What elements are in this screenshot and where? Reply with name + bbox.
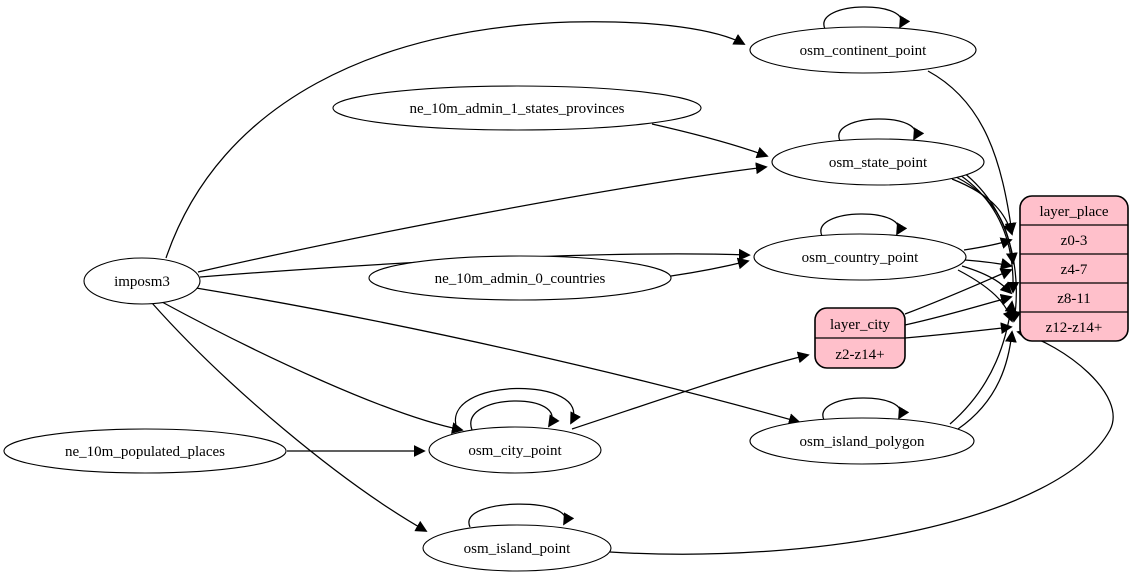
node-ne_10m_populated_places-label: ne_10m_populated_places	[65, 444, 225, 460]
record-layer_place: layer_place z0-3 z4-7 z8-11 z12-z14+	[1019, 195, 1129, 342]
edge-imposm3-to-osm_state_point	[197, 162, 768, 273]
edge-osm_state_point-to-z0-3	[951, 178, 1015, 236]
node-ne_10m_admin_0_countries-label: ne_10m_admin_0_countries	[435, 271, 606, 287]
node-osm_continent_point: osm_continent_point	[749, 26, 977, 74]
node-ne_10m_populated_places-shape	[3, 428, 287, 474]
node-osm_country_point: osm_country_point	[753, 233, 967, 281]
record-layer_place-row-z0-3: z0-3	[1061, 233, 1088, 249]
edge-layer	[151, 6, 1114, 555]
node-osm_island_polygon-shape	[749, 417, 975, 465]
edge-layer_city-to-z4-7	[904, 268, 1013, 315]
edge-ne_10m_admin_0_countries-to-osm_country_point	[670, 257, 750, 277]
record-layer_place-row-z4-7: z4-7	[1061, 262, 1088, 278]
node-osm_island_point-shape	[422, 524, 612, 572]
node-osm_island_point: osm_island_point	[422, 524, 612, 572]
node-osm_island_polygon: osm_island_polygon	[749, 417, 975, 465]
edge-ne_10m_admin_1_states_provinces-to-osm_state_point	[651, 123, 769, 159]
edge-osm_continent_point-to-z0-3	[927, 70, 1017, 235]
edge-osm_island_point-to-z12-z14	[609, 328, 1114, 555]
edge-imposm3-to-osm_continent_point	[165, 21, 746, 259]
node-osm_country_point-shape	[753, 233, 967, 281]
edge-imposm3-to-osm_city_point	[161, 301, 464, 434]
edge-osm_country_point-to-z8-11	[961, 265, 1013, 295]
node-ne_10m_admin_1_states_provinces: ne_10m_admin_1_states_provinces	[332, 85, 702, 131]
edge-layer_city-to-z8-11	[904, 293, 1013, 326]
node-osm_country_point-label: osm_country_point	[802, 250, 919, 266]
selfloop-osm_state_point	[838, 118, 925, 142]
node-osm_city_point-shape	[428, 426, 602, 474]
record-layer_place-shape	[1019, 195, 1129, 342]
node-osm_continent_point-label: osm_continent_point	[800, 43, 927, 59]
selfloop-osm_island_point	[468, 503, 575, 528]
node-ne_10m_admin_0_countries: ne_10m_admin_0_countries	[368, 255, 672, 301]
node-ne_10m_admin_1_states_provinces-shape	[332, 85, 702, 131]
record-layer_place-row-z8-11: z8-11	[1057, 291, 1091, 307]
edge-osm_island_polygon-to-z12-z14	[957, 330, 1017, 430]
edge-imposm3-to-osm_island_polygon	[195, 287, 801, 425]
node-osm_state_point-shape	[771, 138, 985, 186]
node-osm_island_point-label: osm_island_point	[464, 541, 572, 557]
node-osm_continent_point-shape	[749, 26, 977, 74]
selfloop-osm_island_polygon	[822, 397, 910, 421]
node-imposm3-label: imposm3	[114, 274, 170, 290]
edge-osm_country_point-to-z12-z14	[957, 269, 1014, 323]
edge-osm_country_point-to-z4-7	[964, 258, 1013, 270]
node-osm_state_point-label: osm_state_point	[829, 155, 928, 171]
record-layer_city-row-z2-z14: z2-z14+	[835, 347, 884, 363]
node-ne_10m_populated_places: ne_10m_populated_places	[3, 428, 287, 474]
record-layer_city: layer_city z2-z14+	[814, 307, 906, 369]
selfloop-osm_continent_point	[823, 6, 911, 30]
selfloop-osm_country_point	[820, 213, 908, 237]
record-layer_place-row-z12-z14: z12-z14+	[1046, 320, 1103, 336]
node-osm_island_polygon-label: osm_island_polygon	[799, 434, 925, 450]
selfloop-osm_city_point-inner	[470, 400, 560, 431]
node-osm_city_point: osm_city_point	[428, 426, 602, 474]
node-osm_state_point: osm_state_point	[771, 138, 985, 186]
edge-layer_city-to-z12-z14	[904, 322, 1013, 339]
edge-osm_country_point-to-z0-3	[963, 237, 1013, 251]
edge-osm_city_point-to-layer_city-z2-z14	[571, 351, 810, 430]
edge-osm_island_polygon-to-z8-11	[949, 300, 1017, 425]
selfloop-osm_city_point-outer	[454, 387, 581, 430]
record-layer_place-title: layer_place	[1039, 204, 1108, 220]
node-ne_10m_admin_1_states_provinces-label: ne_10m_admin_1_states_provinces	[410, 101, 625, 117]
node-osm_city_point-label: osm_city_point	[468, 443, 562, 459]
record-layer_city-title: layer_city	[830, 317, 890, 333]
node-imposm3: imposm3	[83, 257, 201, 305]
edge-osm_state_point-to-z8-11	[959, 174, 1020, 294]
node-ne_10m_admin_0_countries-shape	[368, 255, 672, 301]
node-imposm3-shape	[83, 257, 201, 305]
edge-imposm3-to-osm_island_point	[151, 302, 428, 532]
